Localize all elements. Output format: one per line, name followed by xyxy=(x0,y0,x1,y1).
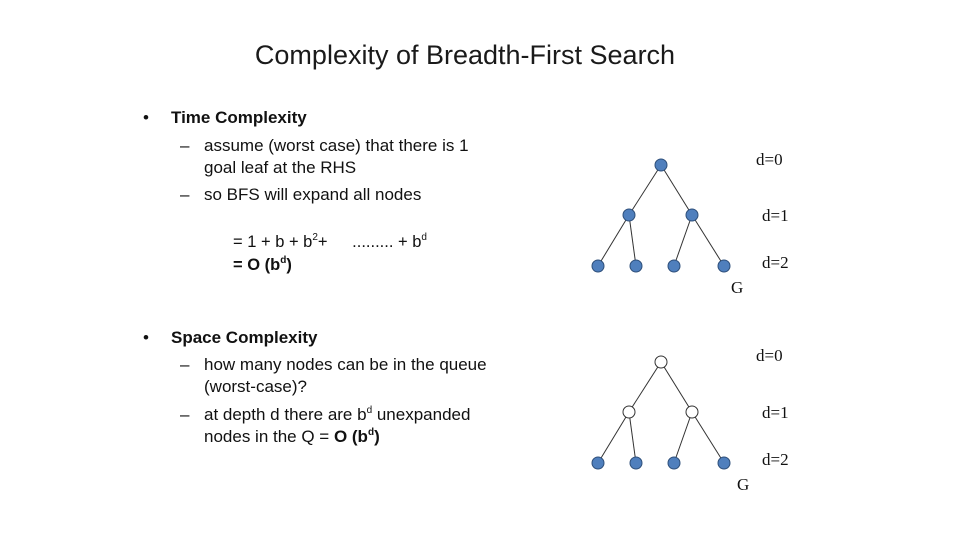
eq1-dots: ......... xyxy=(352,233,394,251)
big-o-text: O (b xyxy=(333,427,368,446)
tree-1-edge xyxy=(673,214,693,267)
space-heading-text: Space Complexity xyxy=(171,328,318,347)
space-item-1-line-2: (worst-case)? xyxy=(204,377,307,396)
bullet-icon: • xyxy=(143,328,149,347)
tree-2-leaf-node xyxy=(629,456,643,470)
tree-1-node xyxy=(685,208,699,222)
eq1-suffix: + b xyxy=(398,233,422,251)
tree-2-edge xyxy=(660,361,693,413)
tree-2-node xyxy=(685,405,699,419)
tree-1-node xyxy=(622,208,636,222)
tree-2-goal-node xyxy=(717,456,731,470)
tree-2-depth-0-label: d=0 xyxy=(756,346,783,365)
tree-2-edge xyxy=(691,411,725,464)
space-item-2-line-2: nodes in the Q = O (bd) xyxy=(180,426,540,448)
space-item-2-line-2-pre: nodes in the Q = xyxy=(204,427,334,446)
tree-1-leaf-node xyxy=(629,259,643,273)
eq2-close: ) xyxy=(286,256,292,274)
tree-2-edge xyxy=(628,361,662,413)
tree-2-edge xyxy=(628,411,637,464)
space-item-2-exp: d xyxy=(366,405,373,416)
time-complexity-heading: • Time Complexity xyxy=(143,108,307,128)
tree-1-leaf-node xyxy=(667,259,681,273)
tree-2-edge xyxy=(673,411,693,464)
eq1-prefix: = 1 + b + b xyxy=(233,233,313,251)
tree-2-leaf-node xyxy=(667,456,681,470)
time-item-2-text: so BFS will expand all nodes xyxy=(204,185,422,204)
time-item-1: –assume (worst case) that there is 1 goa… xyxy=(180,135,540,179)
time-heading-text: Time Complexity xyxy=(171,108,307,127)
tree-2-edges xyxy=(597,361,725,464)
space-item-2: –at depth d there are bd unexpanded node… xyxy=(180,404,540,448)
page-title: Complexity of Breadth-First Search xyxy=(254,40,676,70)
tree-1-edge xyxy=(628,214,637,267)
tree-2: d=0 d=1 d=2 G xyxy=(591,346,789,494)
dash-icon: – xyxy=(180,405,190,424)
tree-1: d=0 d=1 d=2 G xyxy=(591,150,789,297)
tree-2-expanded-nodes xyxy=(622,355,699,419)
tree-1-depth-0-label: d=0 xyxy=(756,150,783,169)
tree-2-root-node xyxy=(654,355,668,369)
time-equation-2: = O (bd) xyxy=(233,256,292,275)
space-item-2-line-1-post: unexpanded xyxy=(372,405,471,424)
eq2-prefix: = O (b xyxy=(233,256,281,274)
space-item-2-line-1-pre: at depth d there are b xyxy=(204,405,367,424)
space-item-1: –how many nodes can be in the queue (wor… xyxy=(180,354,540,398)
dash-icon: – xyxy=(180,136,190,155)
big-o-exp: d xyxy=(367,427,375,438)
tree-1-depth-1-label: d=1 xyxy=(762,206,789,225)
space-complexity-heading: • Space Complexity xyxy=(143,328,317,348)
time-equation-1: = 1 + b + b2+ ......... + bd xyxy=(233,233,427,252)
tree-2-depth-2-label: d=2 xyxy=(762,450,789,469)
tree-1-edge xyxy=(597,214,630,267)
tree-1-goal-node xyxy=(717,259,731,273)
eq2-exp: d xyxy=(280,255,287,266)
tree-2-goal-label: G xyxy=(737,475,749,494)
tree-1-edge xyxy=(628,164,662,216)
big-o-close: ) xyxy=(374,427,380,446)
eq1-exp: 2 xyxy=(312,232,318,243)
tree-1-leaf-node xyxy=(591,259,605,273)
time-item-2: –so BFS will expand all nodes xyxy=(180,184,540,206)
bullet-icon: • xyxy=(143,108,149,127)
tree-1-edge xyxy=(660,164,693,216)
tree-1-nodes xyxy=(591,158,731,273)
tree-1-goal-label: G xyxy=(731,278,743,297)
space-item-2-big-o: O (bd) xyxy=(334,427,380,446)
eq1-plus: + xyxy=(317,233,328,251)
time-item-1-line-1: assume (worst case) that there is 1 xyxy=(204,136,469,155)
time-item-1-line-2: goal leaf at the RHS xyxy=(204,158,357,177)
tree-1-edge xyxy=(691,214,725,267)
tree-2-queue-nodes xyxy=(591,456,731,470)
tree-2-edge xyxy=(597,411,630,464)
tree-1-depth-2-label: d=2 xyxy=(762,253,789,272)
tree-1-edges xyxy=(597,164,725,267)
dash-icon: – xyxy=(180,355,190,374)
tree-2-leaf-node xyxy=(591,456,605,470)
dash-icon: – xyxy=(180,185,190,204)
space-item-1-line-1: how many nodes can be in the queue xyxy=(204,355,487,374)
eq1-suffix-exp: d xyxy=(421,232,427,243)
tree-1-root-node xyxy=(654,158,668,172)
tree-2-depth-1-label: d=1 xyxy=(762,403,789,422)
tree-2-node xyxy=(622,405,636,419)
